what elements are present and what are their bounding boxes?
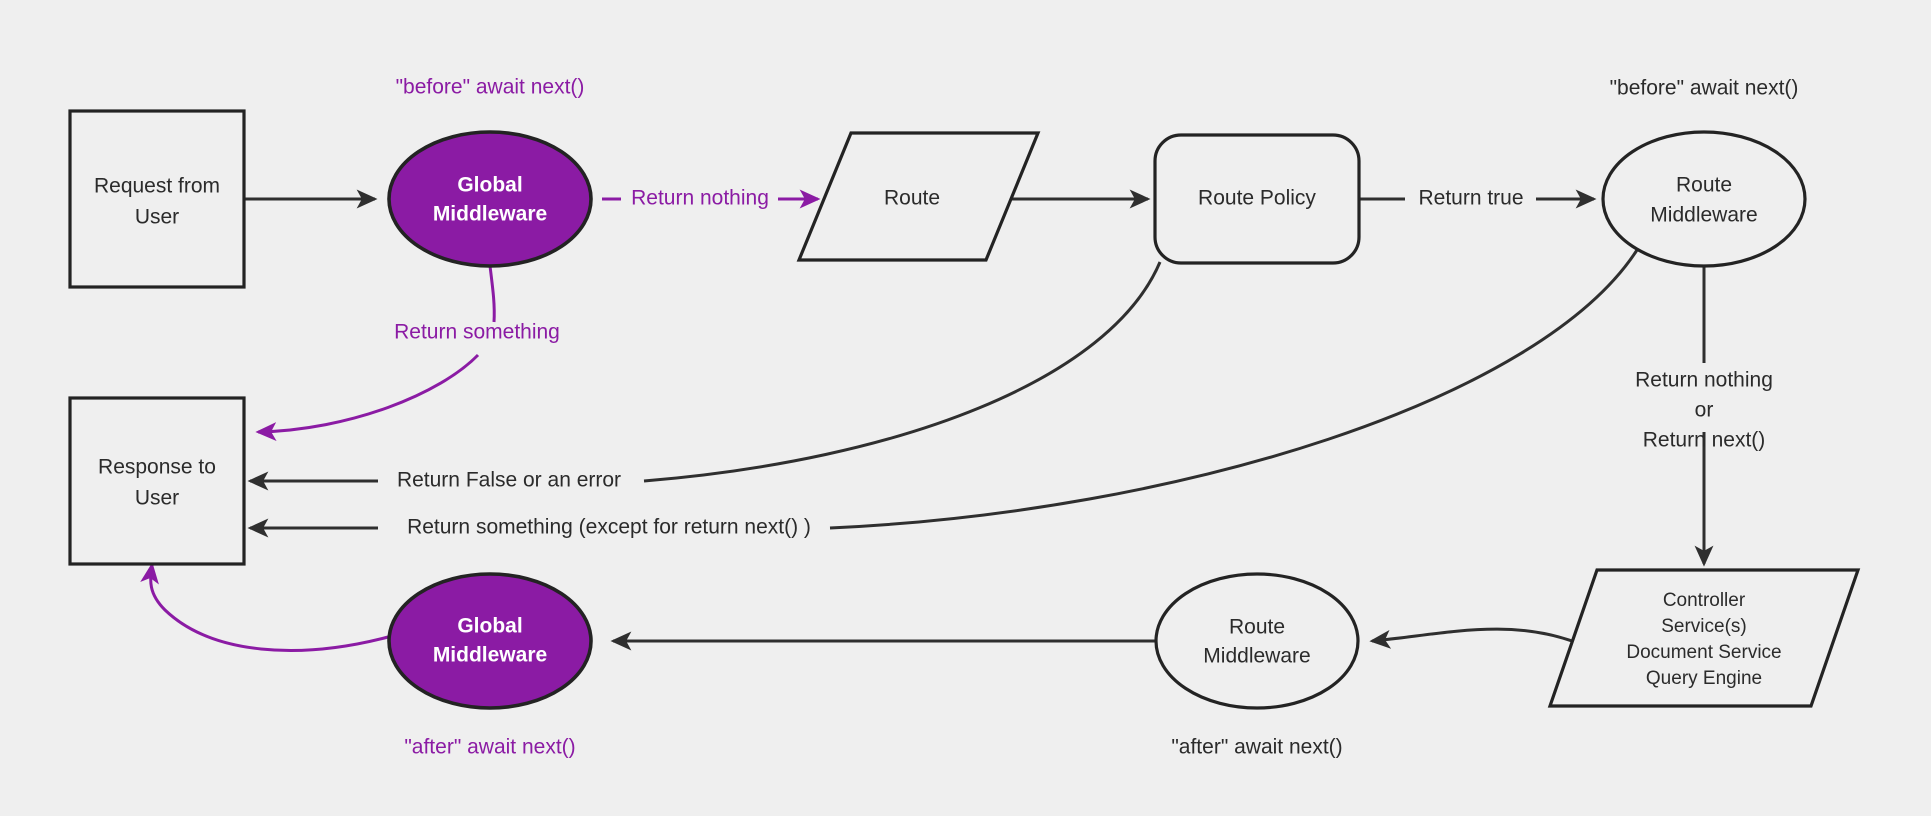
node-controller-services[interactable]	[1547, 568, 1861, 708]
edge-global-middleware-return-something-to-response	[255, 353, 480, 442]
node-global-middleware-bottom-label-line1: Global	[457, 615, 522, 638]
node-route-policy-label: Route Policy	[1198, 187, 1316, 210]
annotation-after-await-next-route: "after" await next()	[1171, 736, 1342, 759]
node-controller-services-label-line3: Document Service	[1626, 642, 1781, 663]
edge-label-route-middleware-return-line1: Return nothing	[1635, 369, 1773, 392]
node-route-policy[interactable]	[1153, 133, 1361, 265]
node-response-to-user-label-line1: Response to	[98, 456, 216, 479]
node-global-middleware-bottom-label-line2: Middleware	[433, 644, 547, 667]
node-request-from-user-label-line2: User	[135, 206, 179, 229]
node-controller-services-label-line1: Controller	[1663, 590, 1746, 611]
annotation-before-await-next-route: "before" await next()	[1610, 77, 1799, 100]
node-global-middleware-top[interactable]	[387, 130, 593, 268]
node-global-middleware-bottom[interactable]	[387, 572, 593, 710]
node-route-middleware-bottom-label-line1: Route	[1229, 616, 1285, 639]
node-request-from-user[interactable]	[68, 109, 246, 289]
node-response-to-user-label-line2: User	[135, 487, 179, 510]
edge-label-route-middleware-return-line2: or	[1695, 399, 1714, 422]
node-controller-services-label-line2: Service(s)	[1661, 616, 1747, 637]
edge-label-return-something-except-next: Return something (except for return next…	[407, 516, 811, 539]
edge-route-middleware-return-something-curve	[829, 249, 1639, 530]
edge-label-return-true: Return true	[1418, 187, 1523, 210]
edge-route-policy-return-false-curve	[643, 261, 1162, 483]
edge-label-route-middleware-return-line3: Return next()	[1643, 429, 1766, 452]
annotation-before-await-next-global: "before" await next()	[396, 76, 585, 99]
edge-label-return-something: Return something	[394, 321, 560, 344]
edge-label-return-false-or-error: Return False or an error	[397, 469, 621, 492]
node-route-middleware-top-label-line2: Middleware	[1650, 204, 1757, 227]
node-route-middleware-top[interactable]	[1601, 130, 1807, 268]
node-route-middleware-bottom[interactable]	[1154, 572, 1360, 710]
node-route-middleware-bottom-label-line2: Middleware	[1203, 645, 1310, 668]
node-route-middleware-top-label-line1: Route	[1676, 174, 1732, 197]
node-controller-services-label-line4: Query Engine	[1646, 668, 1762, 689]
annotation-after-await-next-global: "after" await next()	[404, 736, 575, 759]
node-response-to-user[interactable]	[68, 396, 246, 566]
node-global-middleware-top-label-line2: Middleware	[433, 203, 547, 226]
edge-controller-to-route-middleware-bottom	[1369, 627, 1581, 649]
edge-global-middleware-return-something-stem	[488, 265, 496, 323]
node-global-middleware-top-label-line1: Global	[457, 174, 522, 197]
edge-global-middleware-bottom-to-response	[140, 562, 389, 652]
node-request-from-user-label-line1: Request from	[94, 175, 220, 198]
node-route[interactable]	[796, 131, 1041, 262]
edge-label-return-nothing: Return nothing	[631, 187, 769, 210]
node-route-label: Route	[884, 187, 940, 210]
